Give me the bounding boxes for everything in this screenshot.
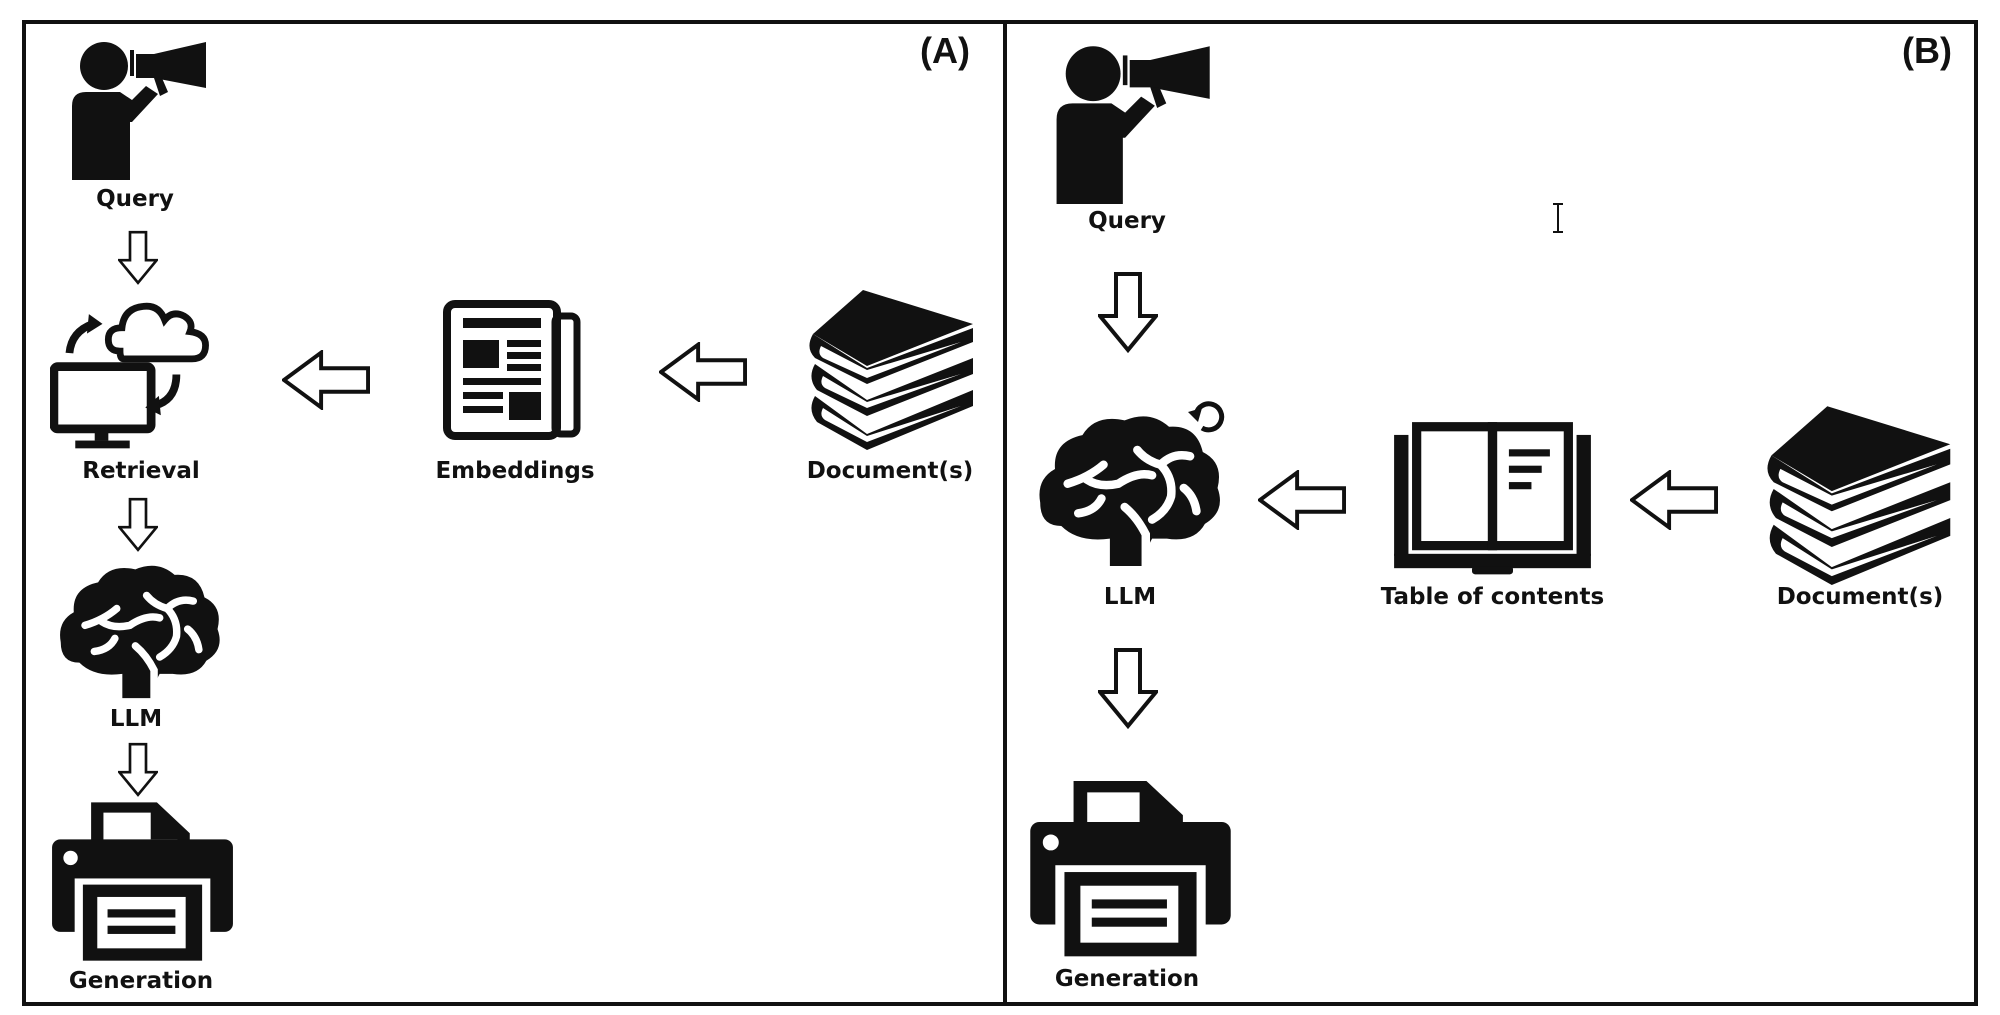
arrow-down-icon (1098, 644, 1158, 732)
open-book-icon (1390, 422, 1595, 577)
node-documents-label: Document(s) (806, 458, 974, 484)
person-megaphone-icon (1052, 44, 1212, 204)
panel-b-label: (B) (1902, 30, 1952, 71)
node-embeddings-label: Embeddings (435, 458, 595, 484)
node-documents-label: Document(s) (1776, 584, 1944, 610)
text-cursor-icon (1551, 202, 1565, 234)
node-toc-label: Table of contents (1380, 584, 1605, 610)
node-generation-label: Generation (1054, 966, 1200, 992)
arrow-down-icon (118, 230, 158, 285)
arrow-left-icon (1630, 470, 1718, 530)
arrow-down-icon (1098, 268, 1158, 356)
arrow-down-icon (118, 742, 158, 797)
arrow-down-icon (118, 497, 158, 552)
printer-icon (50, 798, 235, 963)
newspaper-icon (443, 300, 583, 440)
refresh-icon (1186, 398, 1226, 438)
node-retrieval-label: Retrieval (82, 458, 200, 484)
node-generation-label: Generation (68, 968, 214, 994)
arrow-left-icon (282, 350, 370, 410)
node-llm-label: LLM (109, 706, 163, 732)
books-stack-icon (1760, 404, 1955, 594)
node-query-label: Query (1088, 208, 1166, 234)
printer-icon (1028, 775, 1233, 960)
arrow-left-icon (1258, 470, 1346, 530)
cloud-computer-sync-icon (50, 285, 225, 460)
brain-icon (56, 560, 226, 700)
node-llm-label: LLM (1103, 584, 1157, 610)
books-stack-icon (805, 288, 975, 458)
node-query-label: Query (96, 186, 174, 212)
person-megaphone-icon (68, 40, 208, 180)
panel-a-label: (A) (920, 30, 970, 71)
arrow-left-icon (659, 342, 747, 402)
